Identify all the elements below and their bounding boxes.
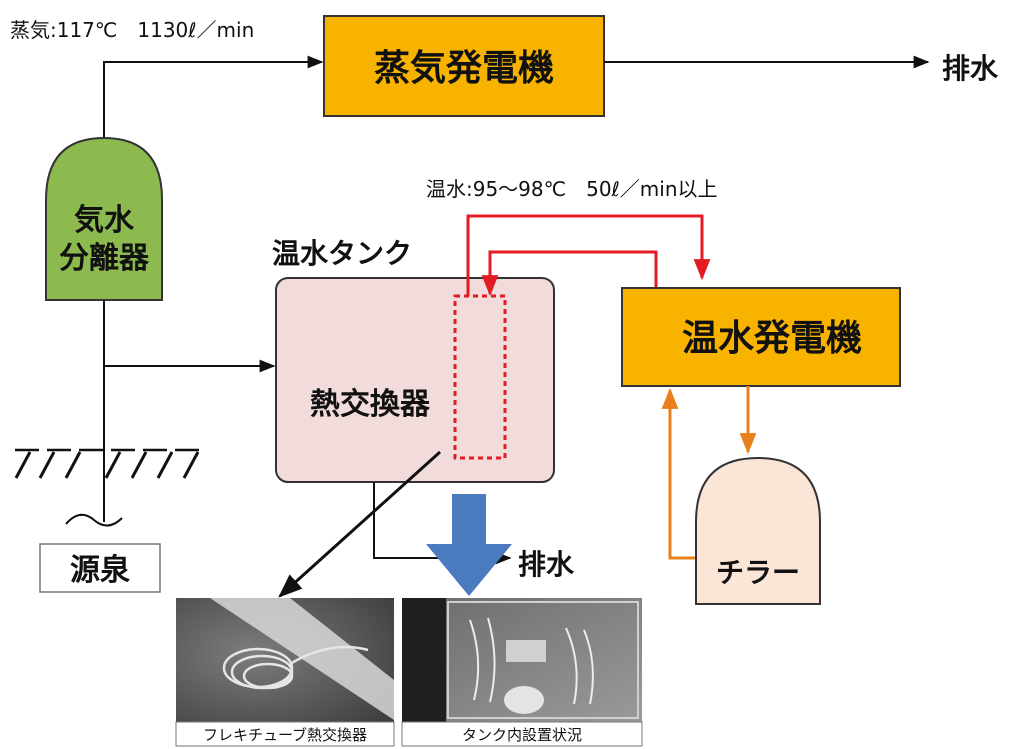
- hot-water-info-label: 温水:95～98℃ 50ℓ／min以上: [426, 177, 718, 201]
- photo-pointer-arrow: [278, 450, 442, 598]
- steam-line: [103, 55, 324, 138]
- hot-water-return-line: [481, 250, 658, 297]
- tank-installation-photo: [402, 598, 642, 722]
- drain-bottom-label: 排水: [518, 548, 575, 581]
- flex-tube-caption-box: [175, 721, 395, 747]
- separator-label-line1: 気水: [74, 203, 135, 238]
- hot-water-generator-box: [621, 287, 901, 387]
- heat-exchanger-label: 熱交換器: [310, 387, 431, 422]
- chiller-shape: [695, 456, 821, 605]
- steam-generator-box: [323, 15, 605, 117]
- source-box: [39, 543, 161, 593]
- drain-top-label: 排水: [942, 52, 999, 85]
- spring-wave-icon: [65, 513, 123, 527]
- tank-installation-caption-box: [401, 721, 643, 747]
- hot-water-supply-line: [466, 214, 711, 296]
- hot-water-generator-label: 温水発電機: [682, 318, 862, 359]
- separator-label-line2: 分離器: [59, 241, 150, 276]
- hot-water-tank-label: 温水タンク: [272, 237, 412, 270]
- chiller-return-line: [661, 387, 696, 560]
- chiller-label: チラー: [716, 556, 800, 589]
- heat-exchanger-dotted-box: [453, 294, 507, 460]
- hot-water-tank-box: [275, 277, 555, 483]
- blue-down-arrow: [426, 494, 512, 596]
- flex-tube-caption: フレキチューブ熱交換器: [203, 726, 367, 744]
- source-label: 源泉: [70, 553, 130, 588]
- ground-hatching: [14, 448, 205, 479]
- separator-shape: [45, 136, 163, 301]
- tank-installation-caption: タンク内設置状況: [462, 726, 582, 744]
- steam-generator-label: 蒸気発電機: [374, 48, 554, 89]
- steam-info-label: 蒸気:117℃ 1130ℓ／min: [10, 18, 254, 42]
- flex-tube-photo: [176, 598, 394, 722]
